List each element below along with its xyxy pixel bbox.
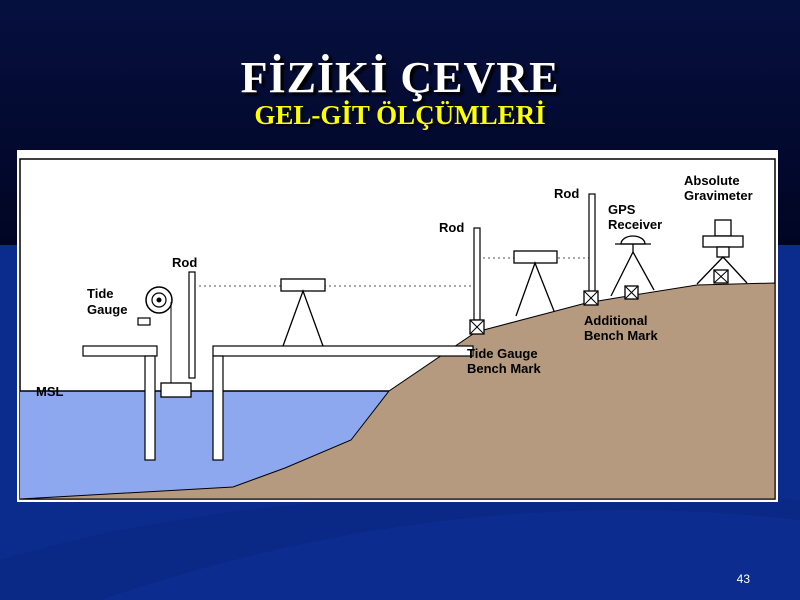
level-instrument-2	[513, 250, 558, 264]
rod-2	[473, 227, 481, 321]
gps-antenna	[620, 235, 646, 245]
label-rod-2: Rod	[439, 220, 464, 235]
label-tide: Tide	[87, 286, 114, 301]
pier-pile-right	[212, 355, 224, 461]
gravimeter-top	[714, 219, 732, 237]
label-msl: MSL	[36, 384, 64, 399]
slide-subtitle: GEL-GİT ÖLÇÜMLERİ	[254, 100, 546, 130]
label-gravimeter-2: Gravimeter	[684, 188, 753, 203]
land-terrain	[19, 282, 776, 500]
pier-deck-left	[82, 345, 158, 357]
page-number: 43	[736, 572, 750, 586]
label-gauge: Gauge	[87, 302, 127, 317]
tide-gauge-diagram: Tide Gauge Rod Rod Rod MSL Tide Gauge Be…	[17, 150, 778, 502]
label-additional-bench-mark-2: Bench Mark	[584, 328, 658, 343]
label-gravimeter-1: Absolute	[684, 173, 740, 188]
tide-gauge-float	[160, 382, 192, 398]
pier-pile-left	[144, 355, 156, 461]
tide-gauge-box	[137, 317, 151, 326]
rod-3	[588, 193, 596, 293]
label-tide-gauge-bench-mark-2: Bench Mark	[467, 361, 541, 376]
gravimeter-body	[702, 235, 744, 248]
pier-deck-right	[212, 345, 474, 357]
rod-1	[188, 271, 196, 379]
label-rod-3: Rod	[554, 186, 579, 201]
label-rod-1: Rod	[172, 255, 197, 270]
label-gps-1: GPS	[608, 202, 636, 217]
label-gps-2: Receiver	[608, 217, 662, 232]
label-tide-gauge-bench-mark-1: Tide Gauge	[467, 346, 538, 361]
slide-title: FİZİKİ ÇEVRE	[240, 53, 560, 102]
sea-water	[20, 391, 389, 499]
label-additional-bench-mark-1: Additional	[584, 313, 648, 328]
